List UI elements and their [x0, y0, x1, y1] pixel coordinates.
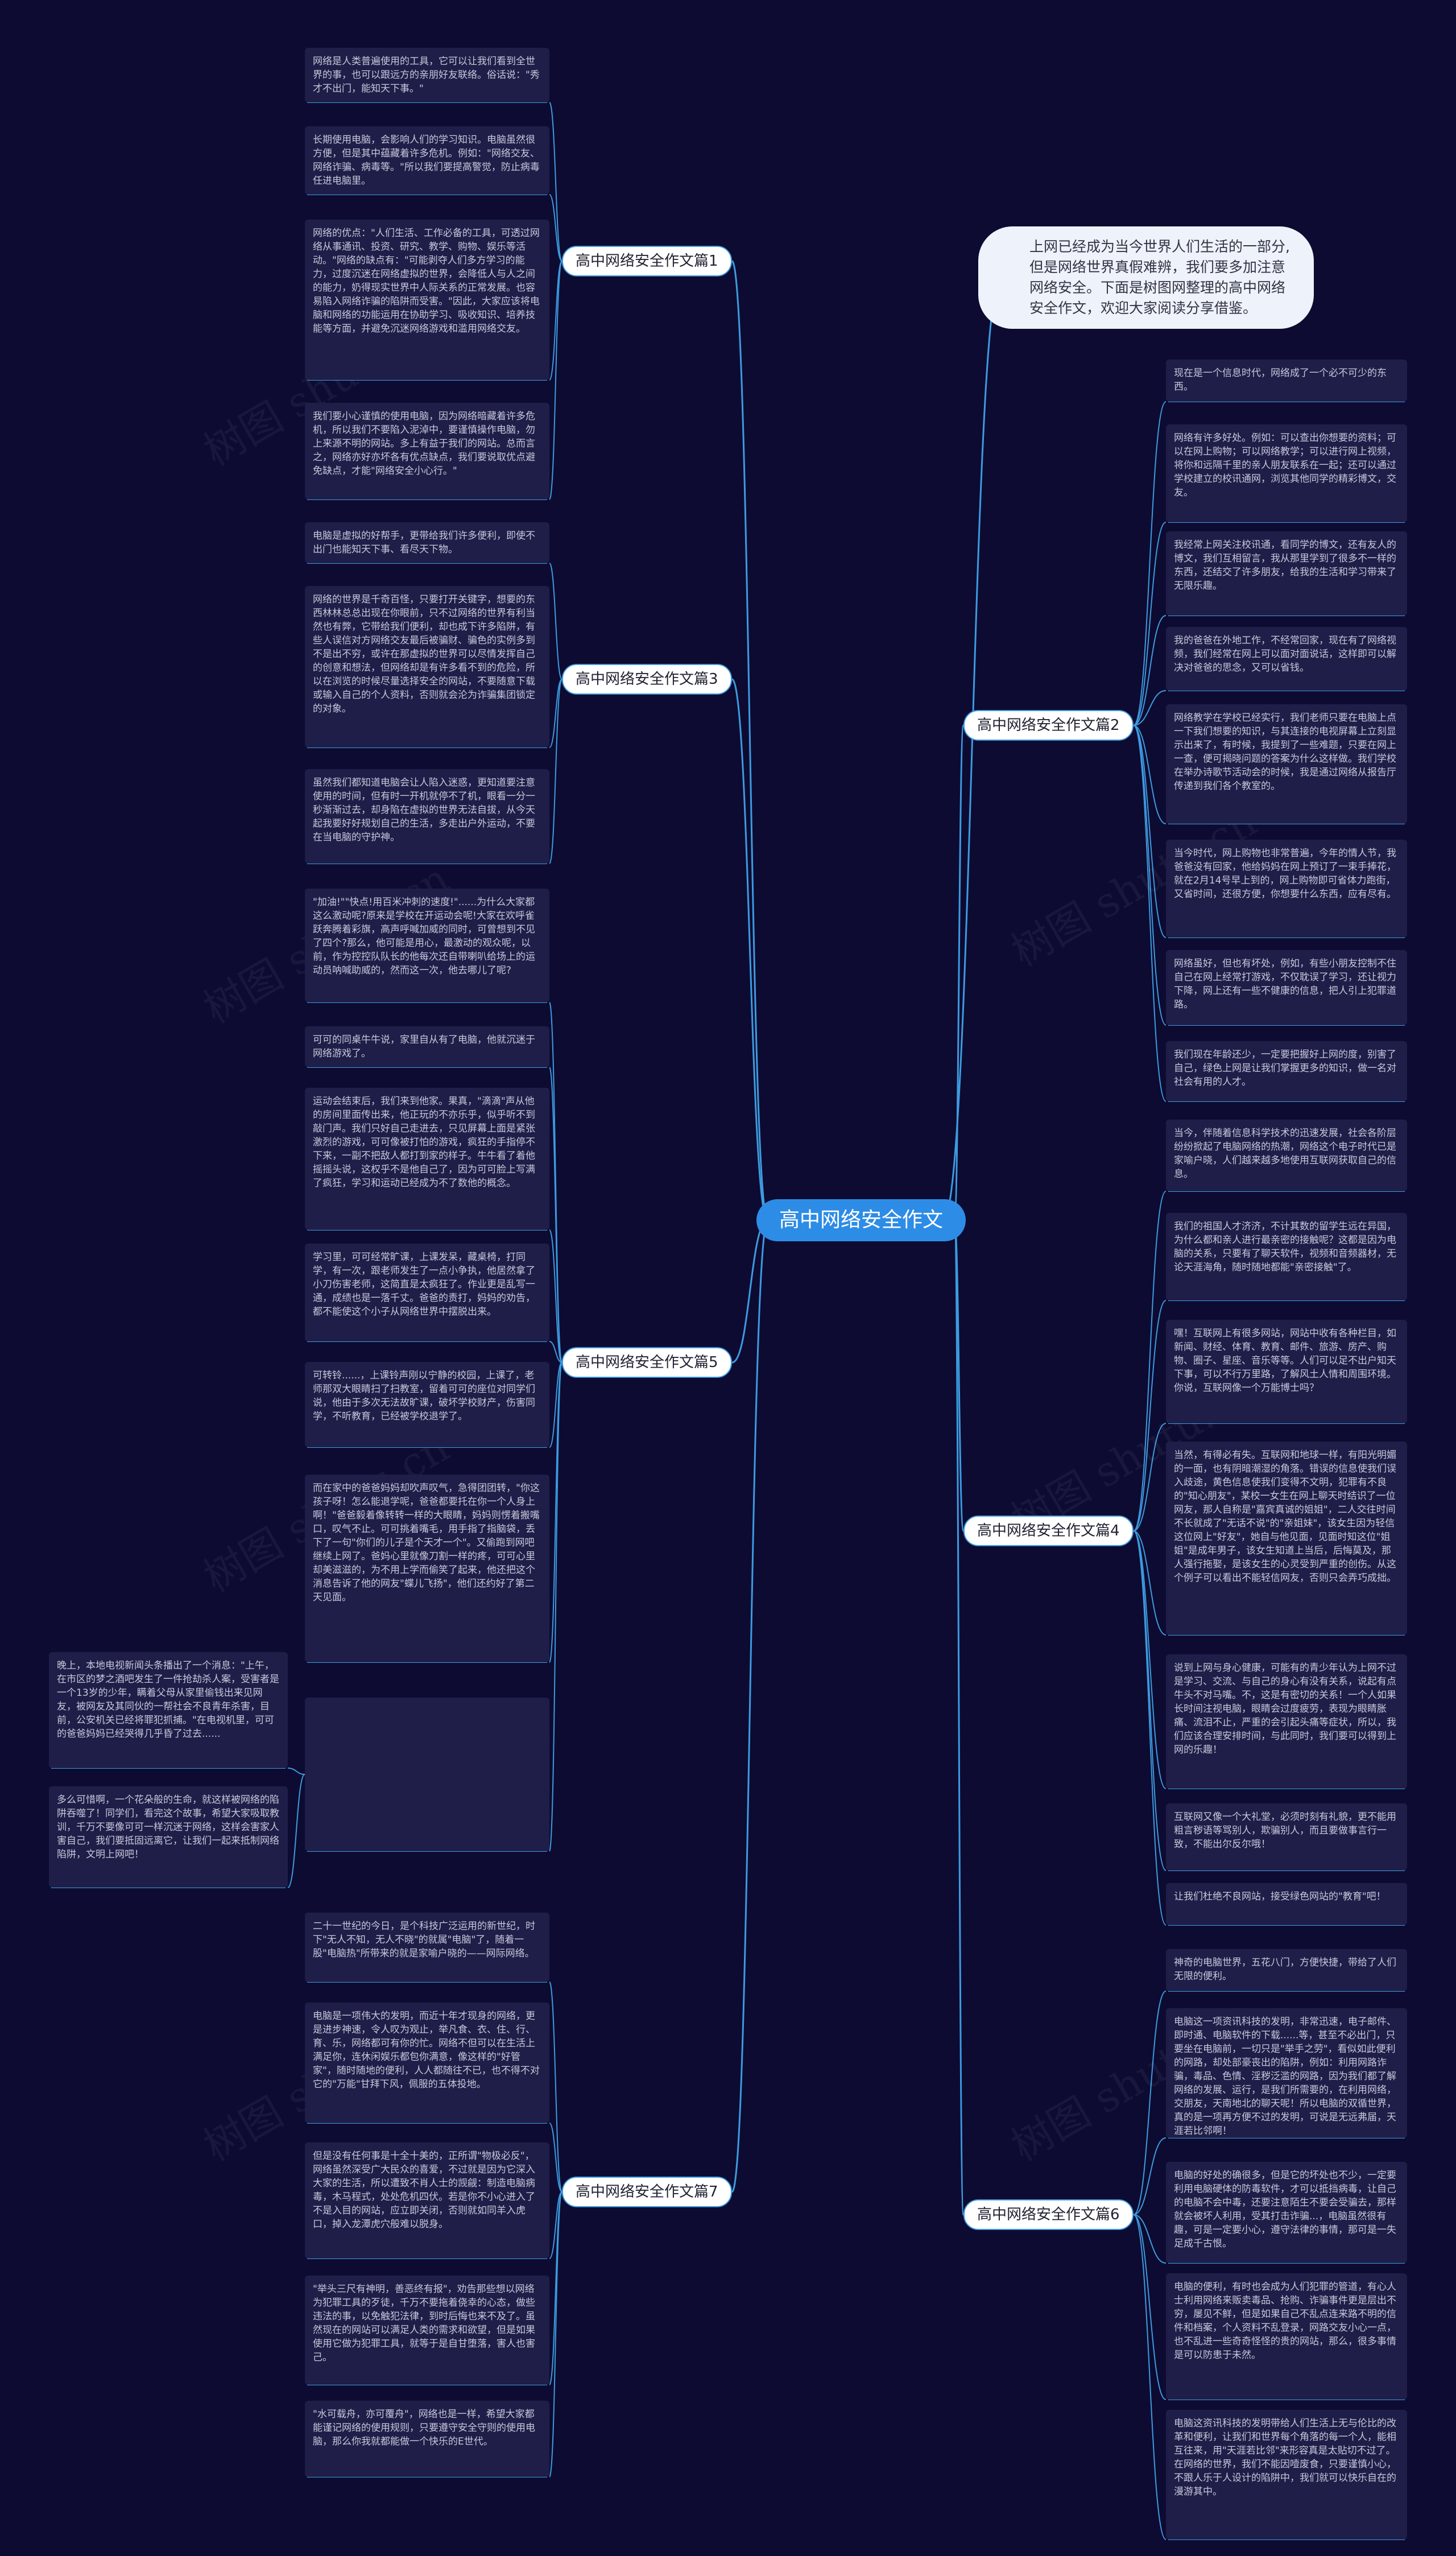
leaf-text: 我们要小心谨慎的使用电脑，因为网络暗藏着许多危机，所以我们不要陷入泥淖中，要谨慎…: [305, 403, 549, 499]
leaf-text: 当然，有得必有失。互联网和地球一样，有阳光明媚的一面，也有阴暗潮湿的角落。错误的…: [1166, 1442, 1407, 1635]
leaf-text: "水可载舟，亦可覆舟"，网络也是一样，希望大家都能谨记网络的使用规则，只要遵守安…: [305, 2401, 549, 2477]
branch-essay-7[interactable]: 高中网络安全作文篇7: [562, 2177, 732, 2207]
branch-essay-1[interactable]: 高中网络安全作文篇1: [562, 246, 732, 276]
leaf-text: 神奇的电脑世界，五花八门，方便快捷，带给了人们无限的便利。: [1166, 1949, 1407, 1991]
connector-line: [1133, 1530, 1167, 1789]
leaf-text: "举头三尺有神明，善恶终有报"，劝告那些想以网络为犯罪工具的歹徒，千万不要拖着侥…: [305, 2276, 549, 2385]
connector-line: [1133, 401, 1167, 726]
leaf-text: 电脑的便利，有时也会成为人们犯罪的管道，有心人士利用网络来贩卖毒品、抢购、诈骗事…: [1166, 2273, 1407, 2400]
leaf-text: 网络是人类普遍使用的工具，它可以让我们看到全世界的事，也可以跟远方的亲朋好友联络…: [305, 48, 549, 102]
leaf-text: 长期使用电脑，会影响人们的学习知识。电脑虽然很方便，但是其中蕴藏着许多危机。例如…: [305, 126, 549, 195]
leaf-text: 电脑是虚拟的好帮手，更带给我们许多便利，即使不出门也能知天下事、看尽天下物。: [305, 522, 549, 563]
connector-line: [1133, 522, 1167, 726]
connector-line: [1133, 2214, 1167, 2264]
connector-line: [1133, 2137, 1167, 2215]
leaf-text: 运动会结束后，我们来到他家。果真，"滴滴"声从他的房间里面传出来，他正玩的不亦乐…: [305, 1088, 549, 1230]
connector-line: [1133, 725, 1167, 1026]
leaf-text: 但是没有任何事是十全十美的，正所谓"物极必反"，网络虽然深受广大民众的喜爱，不过…: [305, 2142, 549, 2258]
connector-line: [1133, 2214, 1167, 2400]
leaf-text: 嘿！互联网上有很多网站，网站中收有各种栏目，如新闻、财经、体育、教育、邮件、旅游…: [1166, 1320, 1407, 1423]
leaf-text: 当今时代，网上购物也非常普遍，今年的情人节，我爸爸没有回家，他给妈妈在网上预订了…: [1166, 840, 1407, 938]
connector-line: [549, 1229, 562, 1363]
connector-line: [1133, 2214, 1167, 2540]
connector-line: [287, 1774, 305, 1888]
connector-line: [953, 1219, 965, 2216]
leaf-text: 现在是一个信息时代，网络成了一个必不可少的东西。: [1166, 360, 1407, 402]
connector-line: [549, 1341, 562, 1363]
connector-line: [731, 1219, 769, 2193]
connector-line: [1133, 1530, 1167, 1636]
connector-line: [1133, 725, 1167, 824]
leaf-text: 让我们杜绝不良网站，接受绿色网站的"教育"吧！: [1166, 1883, 1407, 1925]
connector-line: [549, 1067, 562, 1363]
connector-line: [549, 261, 562, 500]
root-topic[interactable]: 高中网络安全作文: [756, 1199, 966, 1241]
leaf-text: 网络的世界是千奇百怪，只要打开关键字，想要的东西林林总总出现在你眼前，只不过网络…: [305, 586, 549, 748]
connector-line: [1133, 1530, 1167, 1926]
connector-line: [1133, 725, 1167, 938]
intro-note: 上网已经成为当今世界人们生活的一部分,但是网络世界真假难辨，我们要多加注意网络安…: [978, 226, 1314, 329]
leaf-text: 我们现在年龄还少，一定要把握好上网的度，别害了自己，绿色上网是让我们掌握更多的知…: [1166, 1041, 1407, 1101]
sub-leaf-text: 多么可惜啊，一个花朵般的生命，就这样被网络的陷阱吞噬了！同学们，看完这个故事，希…: [49, 1786, 288, 1888]
leaf-text: 说到上网与身心健康，可能有的青少年认为上网不过是学习、交流、与自己的身心有没有关…: [1166, 1654, 1407, 1789]
connector-line: [1133, 1191, 1167, 1531]
connector-line: [549, 1362, 562, 1663]
connector-line: [549, 679, 562, 864]
connector-line: [549, 1362, 562, 1448]
leaf-text: 电脑这一项资讯科技的发明，非常迅速，电子邮件、即时通、电脑软件的下载......…: [1166, 2008, 1407, 2138]
connector-line: [1133, 1423, 1167, 1531]
leaf-text: 可转铃......，上课铃声刚以宁静的校园，上课了，老师那双大眼睛扫了扫教室，留…: [305, 1362, 549, 1447]
leaf-text: 电脑是一项伟大的发明，而近十年才现身的网络，更是进步神速，令人叹为观止，举凡食、…: [305, 2002, 549, 2123]
leaf-text: 我们的祖国人才济济，不计其数的留学生远在异国，为什么都和亲人进行最亲密的接触呢？…: [1166, 1213, 1407, 1300]
connector-line: [731, 1219, 768, 1364]
sub-leaf-text: 晚上，本地电视新闻头条播出了一个消息："上午，在市区的梦之酒吧发生了一件抢劫杀人…: [49, 1652, 288, 1768]
leaf-text: 网络的优点："人们生活、工作必备的工具，可透过网络从事通讯、投资、研究、教学、购…: [305, 220, 549, 380]
connector-line: [549, 1981, 562, 2192]
connector-line: [549, 1362, 562, 1852]
leaf-text: 可可的同桌牛牛说，家里自从有了电脑，他就沉迷于网络游戏了。: [305, 1026, 549, 1067]
connector-line: [953, 724, 965, 1221]
branch-essay-5[interactable]: 高中网络安全作文篇5: [562, 1347, 732, 1378]
connector-line: [549, 679, 562, 748]
leaf-text: 二十一世纪的今日，是个科技广泛运用的新世纪，时下"无人不知，无人不晓"的就属"电…: [305, 1913, 549, 1982]
leaf-text: 当今，伴随着信息科学技术的迅速发展，社会各阶层纷纷掀起了电脑网络的热潮，网络这个…: [1166, 1120, 1407, 1191]
connector-line: [549, 2191, 562, 2259]
leaf-text: 网络虽好，但也有坏处，例如，有些小朋友控制不住自己在网上经常打游戏，不仅耽误了学…: [1166, 950, 1407, 1025]
leaf-text: 互联网又像一个大礼堂，必须时刻有礼貌，更不能用粗言秽语等骂别人，欺骗别人，而且要…: [1166, 1803, 1407, 1870]
leaf-text: 而在家中的爸爸妈妈却吹声叹气，急得团团转，"你这孩子呀！怎么能退学呢，爸爸都要托…: [305, 1475, 549, 1662]
leaf-text: 虽然我们都知道电脑会让人陷入迷惑，更知道要注意使用的时间，但有时一开机就停不了机…: [305, 769, 549, 864]
connector-line: [1133, 725, 1167, 1102]
connector-line: [549, 563, 562, 680]
leaf-text: [305, 1698, 549, 1851]
leaf-text: 网络有许多好处。例如：可以查出你想要的资料；可以在网上购物；可以网络教学；可以进…: [1166, 424, 1407, 522]
connector-line: [549, 102, 562, 262]
branch-essay-3[interactable]: 高中网络安全作文篇3: [562, 664, 732, 695]
leaf-text: 学习里，可可经常旷课，上课发呆，藏桌椅，打同学，有一次，跟老师发生了一点小争执，…: [305, 1244, 549, 1341]
branch-essay-2[interactable]: 高中网络安全作文篇2: [963, 710, 1134, 741]
connector-line: [549, 2123, 562, 2192]
branch-essay-4[interactable]: 高中网络安全作文篇4: [963, 1516, 1134, 1546]
connector-line: [1133, 690, 1167, 726]
connector-line: [942, 276, 1002, 1221]
connector-line: [731, 260, 769, 1221]
leaf-text: 电脑的好处的确很多，但是它的坏处也不少，一定要利用电脑硬体的防毒软件，才可以抵挡…: [1166, 2162, 1407, 2263]
connector-line: [549, 194, 562, 262]
leaf-text: 电脑这资讯科技的发明带给人们生活上无与伦比的改革和便利，让我们和世界每个角落的每…: [1166, 2410, 1407, 2540]
leaf-text: "加油!""快点!用百米冲刺的速度!"......为什么大家都这么激动呢?原来是…: [305, 889, 549, 1002]
connector-line: [1133, 615, 1167, 726]
connector-line: [549, 1002, 562, 1363]
leaf-text: 网络教学在学校已经实行，我们老师只要在电脑上点一下我们想要的知识，与其连接的电视…: [1166, 704, 1407, 824]
connector-line: [1133, 1300, 1167, 1531]
connector-line: [287, 1768, 305, 1775]
connector-line: [549, 2191, 562, 2477]
leaf-text: 我的爸爸在外地工作，不经常回家，现在有了网络视频，我们经常在网上可以面对面说话，…: [1166, 627, 1407, 691]
connector-line: [1133, 1991, 1167, 2215]
connector-line: [731, 678, 769, 1221]
branch-essay-6[interactable]: 高中网络安全作文篇6: [963, 2199, 1134, 2230]
connector-line: [549, 261, 562, 381]
leaf-text: 我经常上网关注校讯通，看同学的博文，还有友人的博文，我们互相留言，我从那里学到了…: [1166, 531, 1407, 616]
